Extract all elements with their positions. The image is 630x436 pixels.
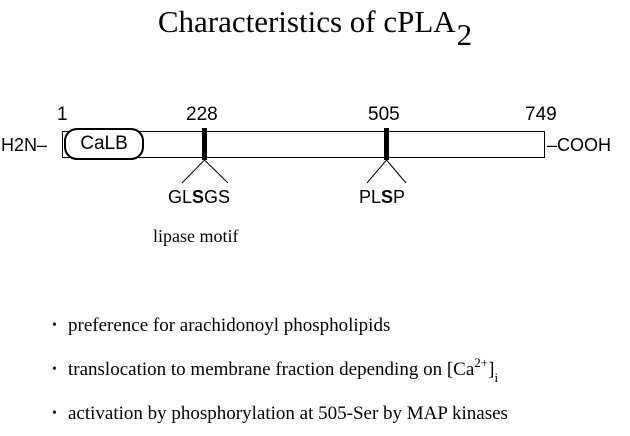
motif-228: GLSGS — [168, 187, 231, 207]
list-item: • preference for arachidonoyl phospholip… — [52, 304, 508, 348]
title-subscript: 2 — [456, 17, 473, 52]
connector-228-right — [204, 159, 229, 184]
position-label-1: 1 — [57, 104, 68, 125]
motif-505-serine: S — [381, 187, 394, 207]
page-title: Characteristics of cPLA2 — [0, 2, 630, 52]
n-terminus-label: H2N– — [1, 135, 48, 155]
c-terminus-label: –COOH — [547, 135, 612, 155]
bullet-text-preference: preference for arachidonoyl phospholipid… — [68, 315, 391, 336]
title-text: Characteristics of cPLA — [157, 4, 456, 39]
lipase-motif-caption: lipase motif — [153, 226, 239, 246]
motif-228-serine: S — [192, 187, 205, 207]
bullet-icon: • — [52, 406, 57, 421]
motif-505: PLSP — [359, 187, 406, 207]
list-item: • activation by phosphorylation at 505-S… — [52, 392, 508, 436]
site-marker-505 — [384, 128, 389, 160]
position-label-505: 505 — [368, 104, 400, 125]
connector-505-left — [366, 159, 387, 184]
site-marker-228 — [202, 128, 207, 160]
bullet-text-translocation: translocation to membrane fraction depen… — [68, 355, 499, 385]
calb-domain-box: CaLB — [64, 128, 144, 160]
bullet-icon: • — [52, 318, 57, 333]
calb-domain-label: CaLB — [80, 133, 128, 154]
characteristics-list: • preference for arachidonoyl phospholip… — [52, 304, 508, 436]
connector-228-left — [181, 159, 205, 184]
connector-505-right — [386, 159, 407, 184]
position-label-228: 228 — [186, 104, 218, 125]
bullet-icon: • — [52, 362, 57, 377]
motif-connector-lines — [181, 159, 407, 184]
list-item: • translocation to membrane fraction dep… — [52, 348, 508, 392]
bullet-text-activation: activation by phosphorylation at 505-Ser… — [68, 403, 508, 424]
position-label-749: 749 — [525, 104, 557, 125]
